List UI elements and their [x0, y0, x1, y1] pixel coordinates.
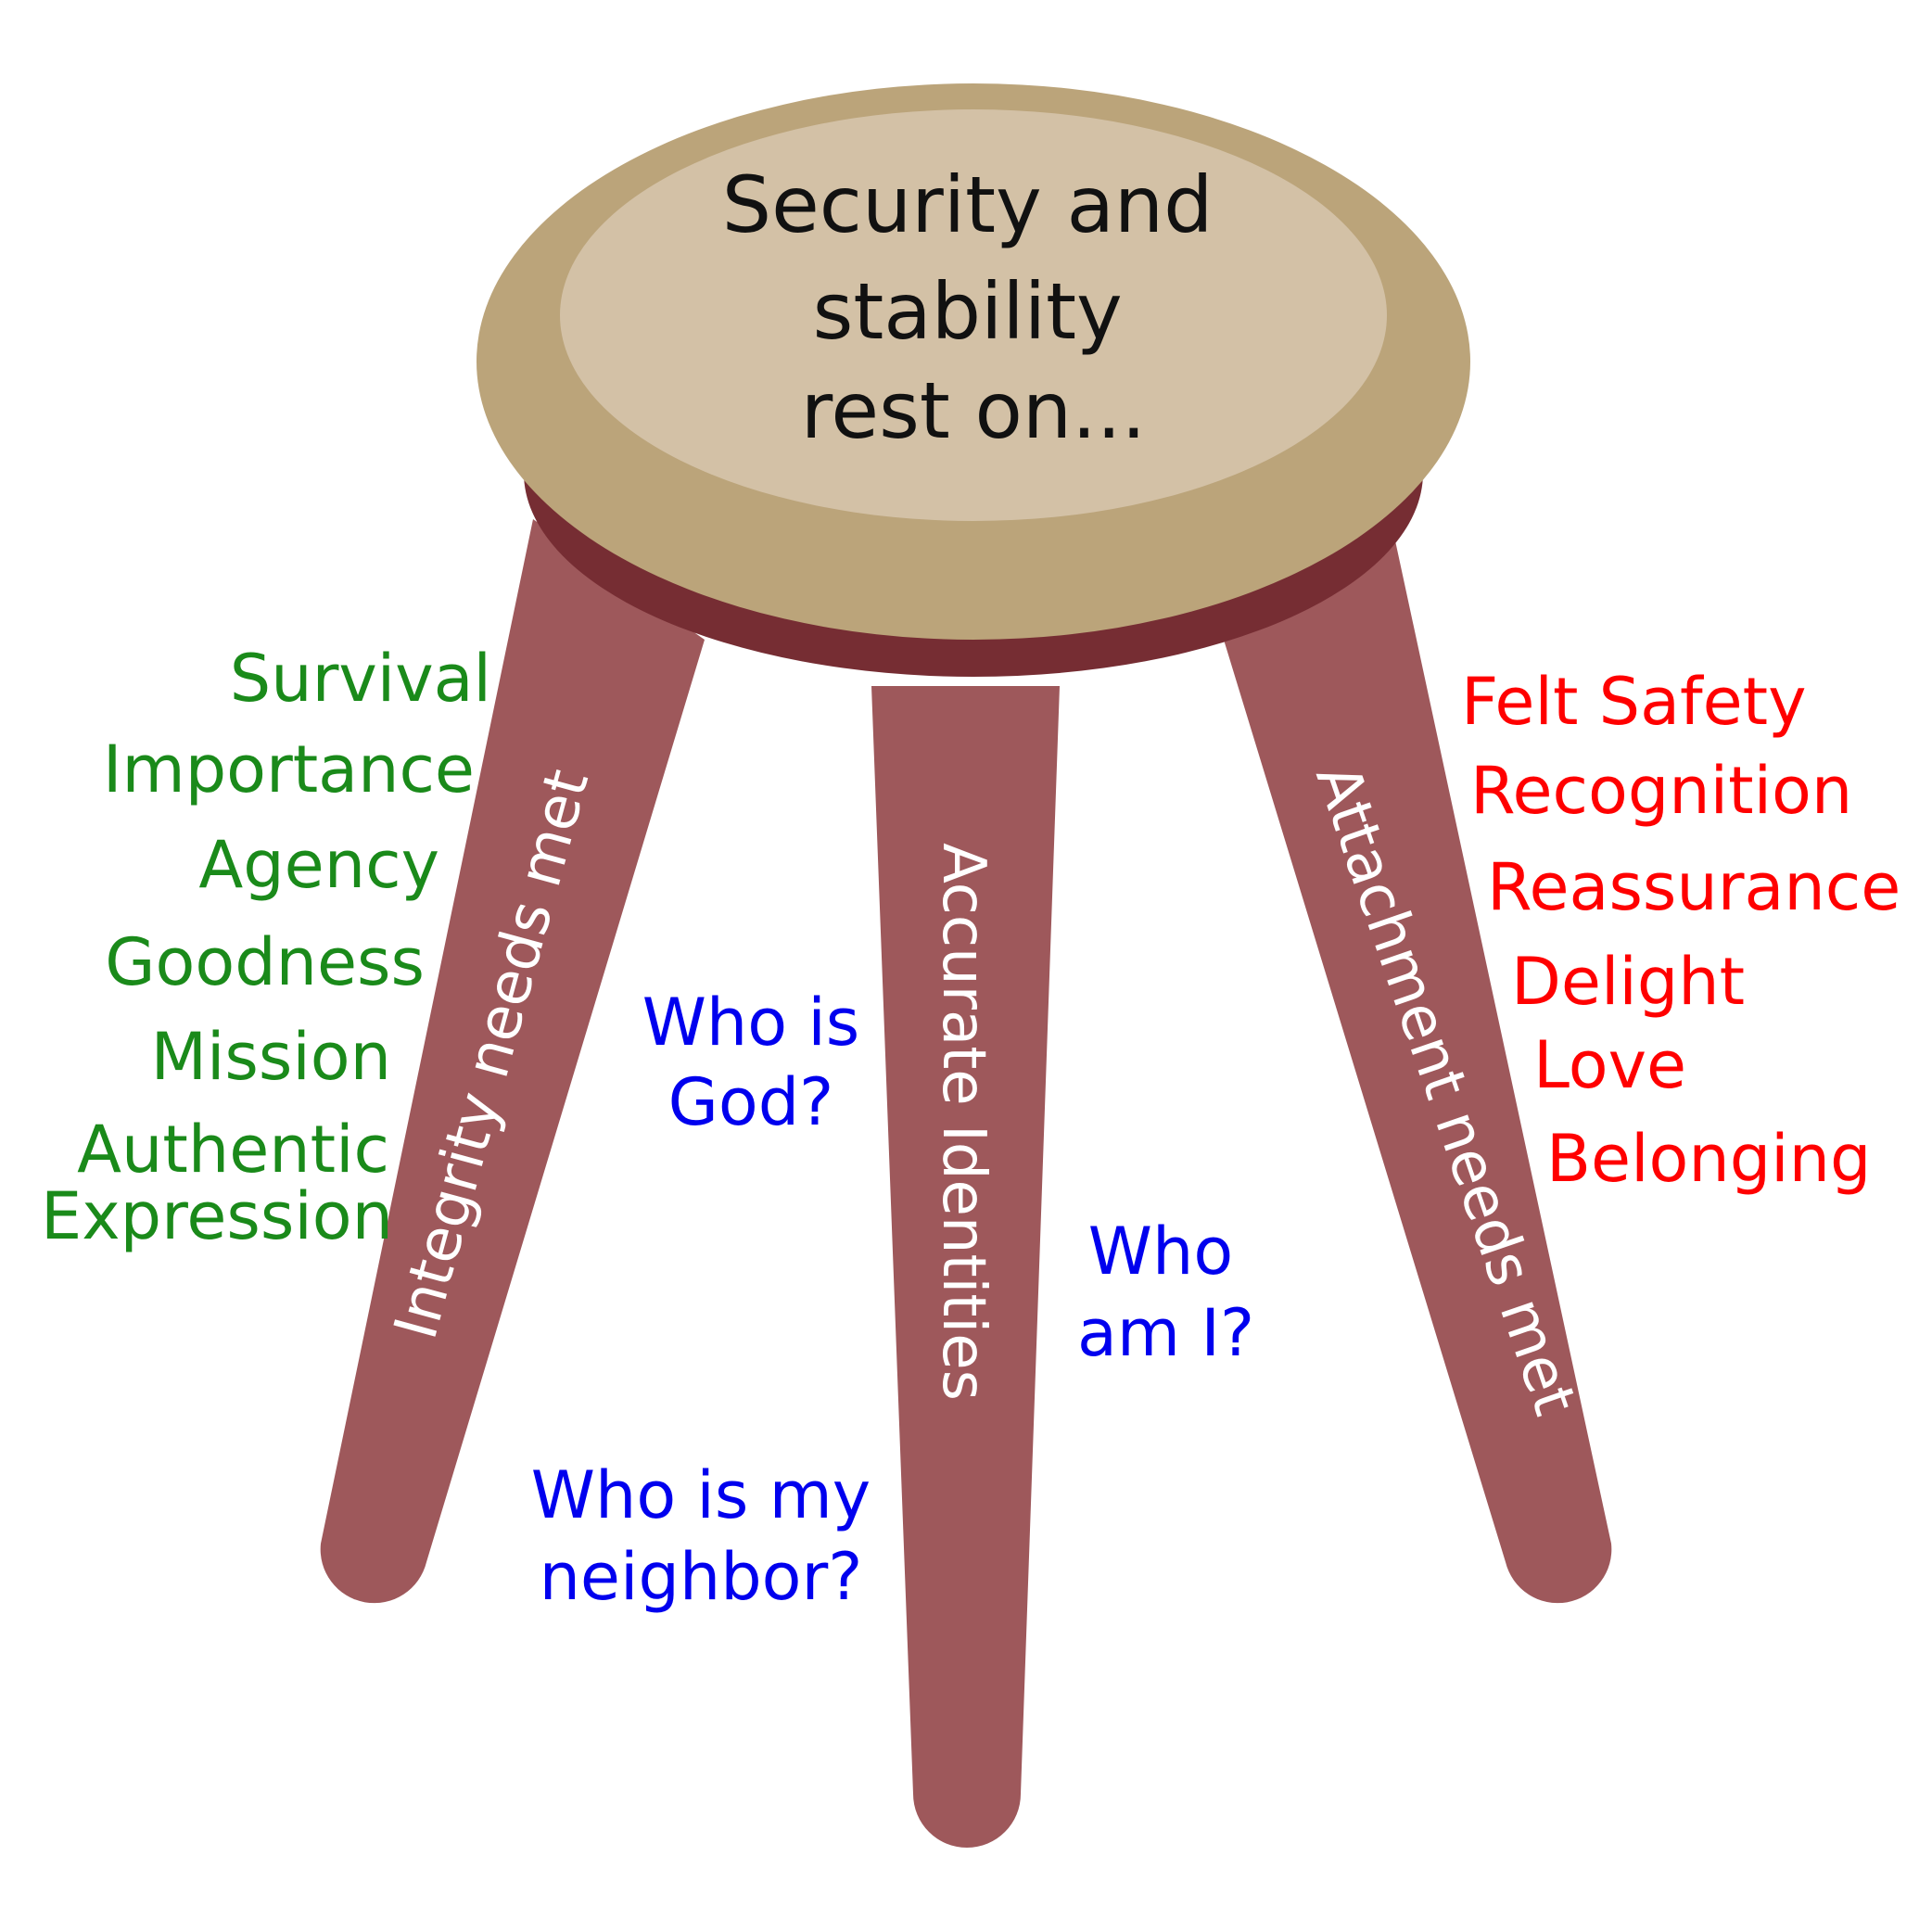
question-who-is-god: Who is God?: [640, 990, 862, 1135]
attachment-need-recognition: Recognition: [1470, 753, 1853, 829]
attachment-need-felt-safety: Felt Safety: [1461, 664, 1807, 740]
integrity-need-expression: Expression: [41, 1178, 393, 1254]
seat-line-2: stability: [813, 266, 1123, 357]
integrity-need-importance: Importance: [102, 731, 475, 807]
attachment-need-reassurance: Reassurance: [1487, 849, 1901, 925]
integrity-need-goodness: Goodness: [105, 924, 425, 1000]
integrity-need-survival: Survival: [229, 641, 491, 717]
seat-line-3: rest on...: [801, 365, 1147, 456]
integrity-need-mission: Mission: [150, 1019, 391, 1095]
question-neighbor-line-2: neighbor?: [539, 1539, 863, 1615]
attachment-need-delight: Delight: [1511, 944, 1746, 1020]
question-neighbor-line-1: Who is my: [530, 1457, 871, 1533]
seat-title: Security and stability rest on...: [722, 159, 1238, 456]
seat-line-1: Security and: [722, 159, 1214, 250]
question-who-is-my-neighbor: Who is my neighbor?: [525, 1463, 877, 1609]
attachment-need-love: Love: [1533, 1027, 1687, 1103]
integrity-need-authentic: Authentic: [77, 1112, 389, 1188]
question-who-am-i: Who am I?: [1077, 1214, 1255, 1371]
question-who-is-god-line-1: Who is: [642, 985, 860, 1061]
question-who-am-i-line-2: am I?: [1077, 1295, 1255, 1371]
question-who-is-god-line-2: God?: [667, 1064, 834, 1140]
question-who-am-i-line-1: Who: [1087, 1214, 1234, 1290]
left-leg: [320, 519, 705, 1604]
attachment-need-belonging: Belonging: [1546, 1121, 1872, 1197]
right-leg: [1224, 519, 1612, 1604]
integrity-need-agency: Agency: [198, 827, 439, 903]
seat-center: [560, 109, 1387, 521]
middle-leg: [871, 686, 1060, 1848]
middle-leg-label: Accurate Identities: [929, 843, 998, 1401]
